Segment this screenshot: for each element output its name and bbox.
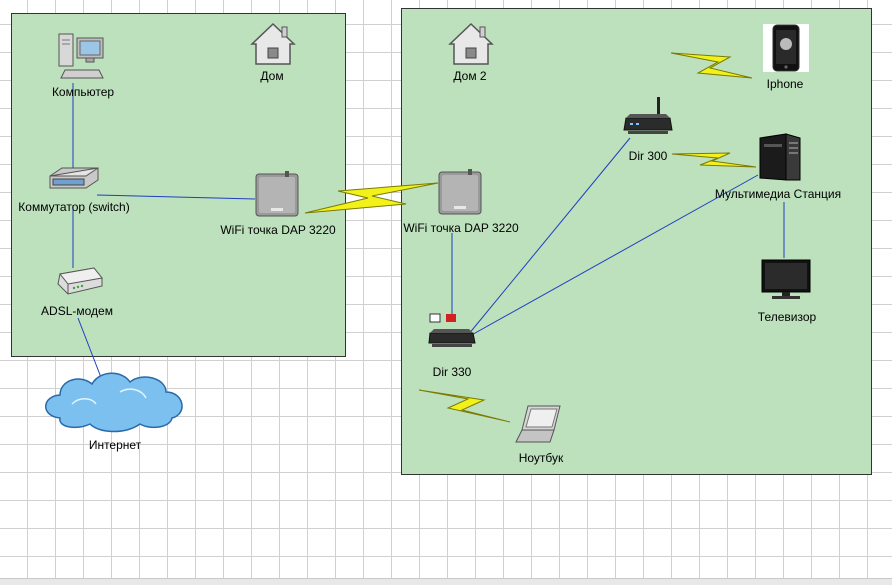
tv-label: Телевизор [757, 310, 817, 324]
house-icon [448, 22, 494, 65]
link-switch-wifi [96, 194, 256, 200]
link-dir330-media [467, 174, 759, 338]
internet-label: Интернет [88, 438, 142, 452]
home1-label: Дом [260, 69, 284, 83]
dir300-label: Dir 300 [628, 149, 668, 163]
modem-icon[interactable] [54, 266, 104, 296]
house-icon [250, 22, 296, 65]
wireless-bolt-laptop [418, 389, 511, 423]
access-point-icon[interactable] [253, 170, 303, 218]
media-label: Мультимедиа Станция [714, 187, 842, 201]
wireless-bolt-iphone [670, 52, 753, 79]
smartphone-icon[interactable] [763, 24, 809, 72]
computer-label: Компьютер [51, 85, 115, 99]
laptop-label: Ноутбук [518, 451, 564, 465]
switch-label: Коммутатор (switch) [18, 200, 130, 214]
horizontal-scrollbar[interactable] [0, 578, 892, 585]
iphone-label: Iphone [766, 77, 804, 91]
wireless-bolt-bridge [304, 182, 439, 214]
home2-zone[interactable] [401, 8, 872, 475]
laptop-icon[interactable] [514, 404, 564, 446]
wifi-right-label: WiFi точка DAP 3220 [403, 221, 519, 235]
media-station-icon[interactable] [756, 132, 804, 182]
computer-icon[interactable] [55, 32, 107, 80]
router-icon[interactable] [622, 96, 674, 140]
wifi-left-label: WiFi точка DAP 3220 [220, 223, 336, 237]
link-adsl-internet [77, 317, 103, 381]
router-icon[interactable] [427, 311, 477, 351]
internet-cloud-icon [45, 372, 183, 433]
link-dir330-dir300 [467, 137, 631, 336]
switch-icon[interactable] [48, 166, 100, 192]
dir330-label: Dir 330 [432, 365, 472, 379]
home2-label: Дом 2 [453, 69, 487, 83]
adsl-label: ADSL-модем [41, 304, 113, 318]
access-point-icon[interactable] [436, 168, 486, 216]
tv-icon[interactable] [760, 258, 812, 302]
wireless-bolt-dir300 [671, 152, 757, 168]
